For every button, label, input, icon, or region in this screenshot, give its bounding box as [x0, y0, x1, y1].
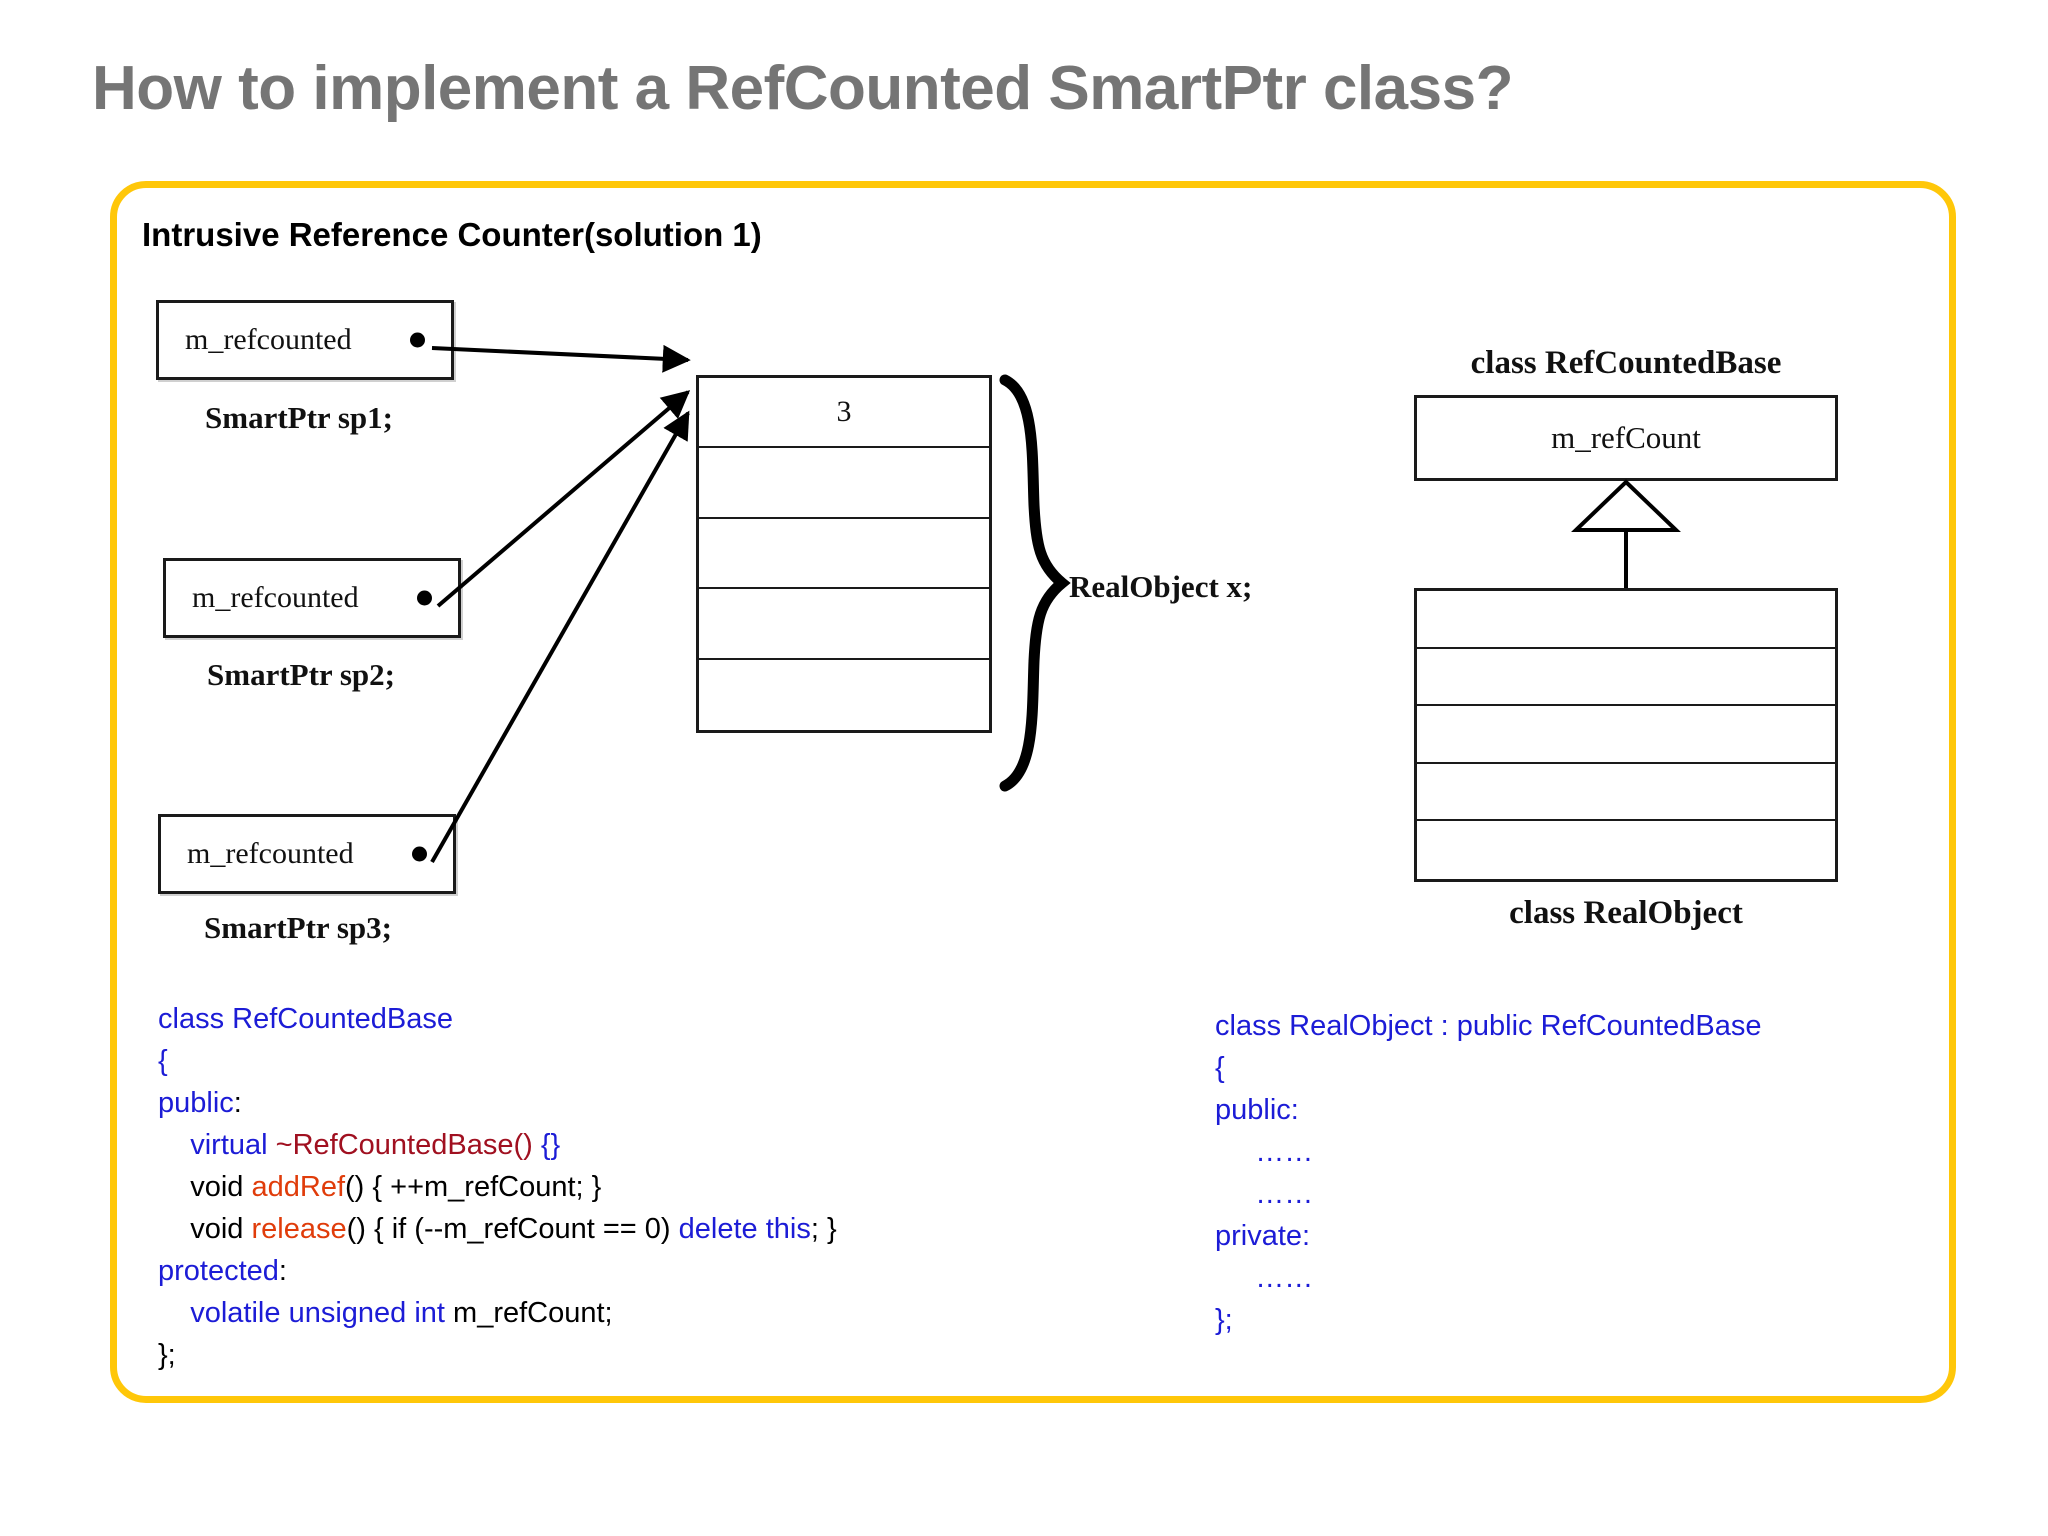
realobject-row	[699, 519, 989, 590]
realobject-row	[699, 589, 989, 660]
smartptr-caption-sp1: SmartPtr sp1;	[205, 400, 393, 435]
uml-base-class-field: m_refCount	[1551, 420, 1701, 455]
code-token: };	[1215, 1304, 1233, 1336]
code-line: void release() { if (--m_refCount == 0) …	[158, 1208, 837, 1250]
smartptr-caption-sp3: SmartPtr sp3;	[204, 910, 392, 945]
code-line: };	[158, 1334, 837, 1376]
code-token: private:	[1215, 1220, 1311, 1252]
code-token: virtual	[190, 1129, 276, 1161]
smartptr-field-label: m_refcounted	[192, 581, 359, 614]
refcount-value: 3	[836, 395, 852, 429]
realobject-instance-caption: RealObject x;	[1069, 569, 1253, 604]
code-line: {	[1215, 1047, 1761, 1089]
pointer-dot-icon	[417, 590, 432, 606]
code-line: ……	[1215, 1173, 1761, 1215]
smartptr-box-sp2[interactable]: m_refcounted	[163, 558, 461, 638]
code-token: ……	[1215, 1136, 1314, 1168]
realobject-memory-table: 3	[696, 375, 992, 733]
code-line: ……	[1215, 1257, 1761, 1299]
code-token: m_refCount;	[453, 1297, 613, 1329]
code-token	[158, 1129, 190, 1161]
page-title: How to implement a RefCounted SmartPtr c…	[92, 54, 1513, 123]
code-line: {	[158, 1040, 837, 1082]
uml-derived-row	[1417, 821, 1835, 879]
pointer-dot-icon	[412, 846, 427, 862]
code-token: () { ++m_refCount; }	[345, 1171, 602, 1203]
smartptr-caption-sp2: SmartPtr sp2;	[207, 657, 395, 692]
code-line: virtual ~RefCountedBase() {}	[158, 1124, 837, 1166]
code-token: };	[158, 1339, 176, 1371]
code-token: addRef	[251, 1171, 346, 1203]
code-token: ……	[1215, 1262, 1314, 1294]
code-line: class RealObject : public RefCountedBase	[1215, 1005, 1761, 1047]
realobject-row-refcount: 3	[699, 378, 989, 449]
code-token: () { if (--m_refCount == 0)	[346, 1213, 679, 1245]
code-block-refcountedbase: class RefCountedBase { public: virtual ~Re…	[158, 998, 837, 1376]
uml-derived-row	[1417, 706, 1835, 764]
code-token: class RealObject : public RefCountedBase	[1215, 1010, 1762, 1042]
code-token: volatile unsigned int	[190, 1297, 454, 1329]
code-token: public:	[1215, 1094, 1299, 1126]
code-token: void	[158, 1171, 252, 1203]
panel-heading: Intrusive Reference Counter(solution 1)	[142, 216, 762, 253]
uml-derived-row	[1417, 649, 1835, 707]
code-token: void	[158, 1213, 252, 1245]
code-token: ; }	[810, 1213, 837, 1245]
code-token: delete this	[678, 1213, 811, 1245]
code-token: protected	[158, 1255, 279, 1287]
code-line: private:	[1215, 1215, 1761, 1257]
code-line: volatile unsigned int m_refCount;	[158, 1292, 837, 1334]
code-token: {	[1215, 1052, 1225, 1084]
uml-base-class-title: class RefCountedBase	[1470, 345, 1782, 381]
code-line: protected:	[158, 1250, 837, 1292]
smartptr-field-label: m_refcounted	[187, 837, 354, 870]
code-line: ……	[1215, 1131, 1761, 1173]
code-line: void addRef() { ++m_refCount; }	[158, 1166, 837, 1208]
code-line: public:	[158, 1082, 837, 1124]
code-token	[533, 1129, 541, 1161]
code-block-realobject: class RealObject : public RefCountedBase…	[1215, 1005, 1761, 1341]
code-token: {	[158, 1045, 168, 1077]
code-token: public	[158, 1087, 234, 1119]
code-line: };	[1215, 1299, 1761, 1341]
smartptr-field-label: m_refcounted	[185, 323, 352, 356]
code-token: :	[278, 1255, 287, 1287]
realobject-row	[699, 660, 989, 730]
code-token: ……	[1215, 1178, 1314, 1210]
pointer-dot-icon	[410, 332, 425, 348]
uml-derived-row	[1417, 591, 1835, 649]
smartptr-box-sp1[interactable]: m_refcounted	[156, 300, 454, 380]
code-line: class RefCountedBase	[158, 998, 837, 1040]
code-token: release	[251, 1213, 347, 1245]
uml-derived-class-box	[1414, 588, 1838, 882]
realobject-row	[699, 448, 989, 519]
code-token: ~RefCountedBase()	[275, 1129, 533, 1161]
code-token	[158, 1297, 190, 1329]
smartptr-box-sp3[interactable]: m_refcounted	[158, 814, 456, 894]
code-token: {}	[540, 1129, 561, 1161]
code-token: class RefCountedBase	[158, 1003, 453, 1035]
uml-base-class-box: m_refCount	[1414, 395, 1838, 481]
code-line: public:	[1215, 1089, 1761, 1131]
uml-derived-row	[1417, 764, 1835, 822]
code-token: :	[233, 1087, 242, 1119]
uml-derived-class-title: class RealObject	[1509, 895, 1743, 931]
